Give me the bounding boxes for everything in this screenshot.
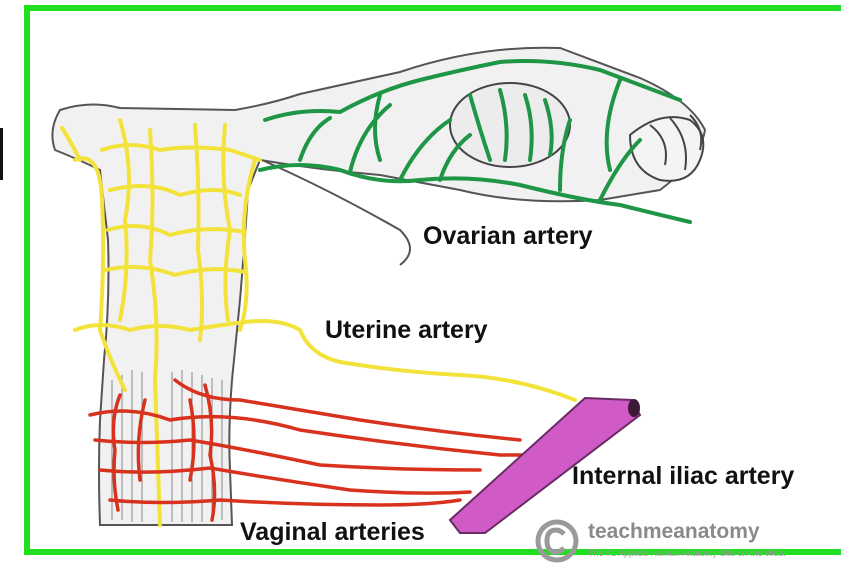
- internal-iliac-artery-label: Internal iliac artery: [572, 462, 794, 491]
- watermark-tagline: The #1 Applied Human Anatomy Site on the…: [588, 548, 786, 558]
- copyright-icon: [534, 518, 580, 564]
- vaginal-arteries-label: Vaginal arteries: [240, 518, 425, 547]
- watermark-name: teachmeanatomy: [588, 520, 760, 544]
- uterine-artery-label: Uterine artery: [325, 316, 488, 345]
- ovarian-artery-label: Ovarian artery: [423, 222, 593, 251]
